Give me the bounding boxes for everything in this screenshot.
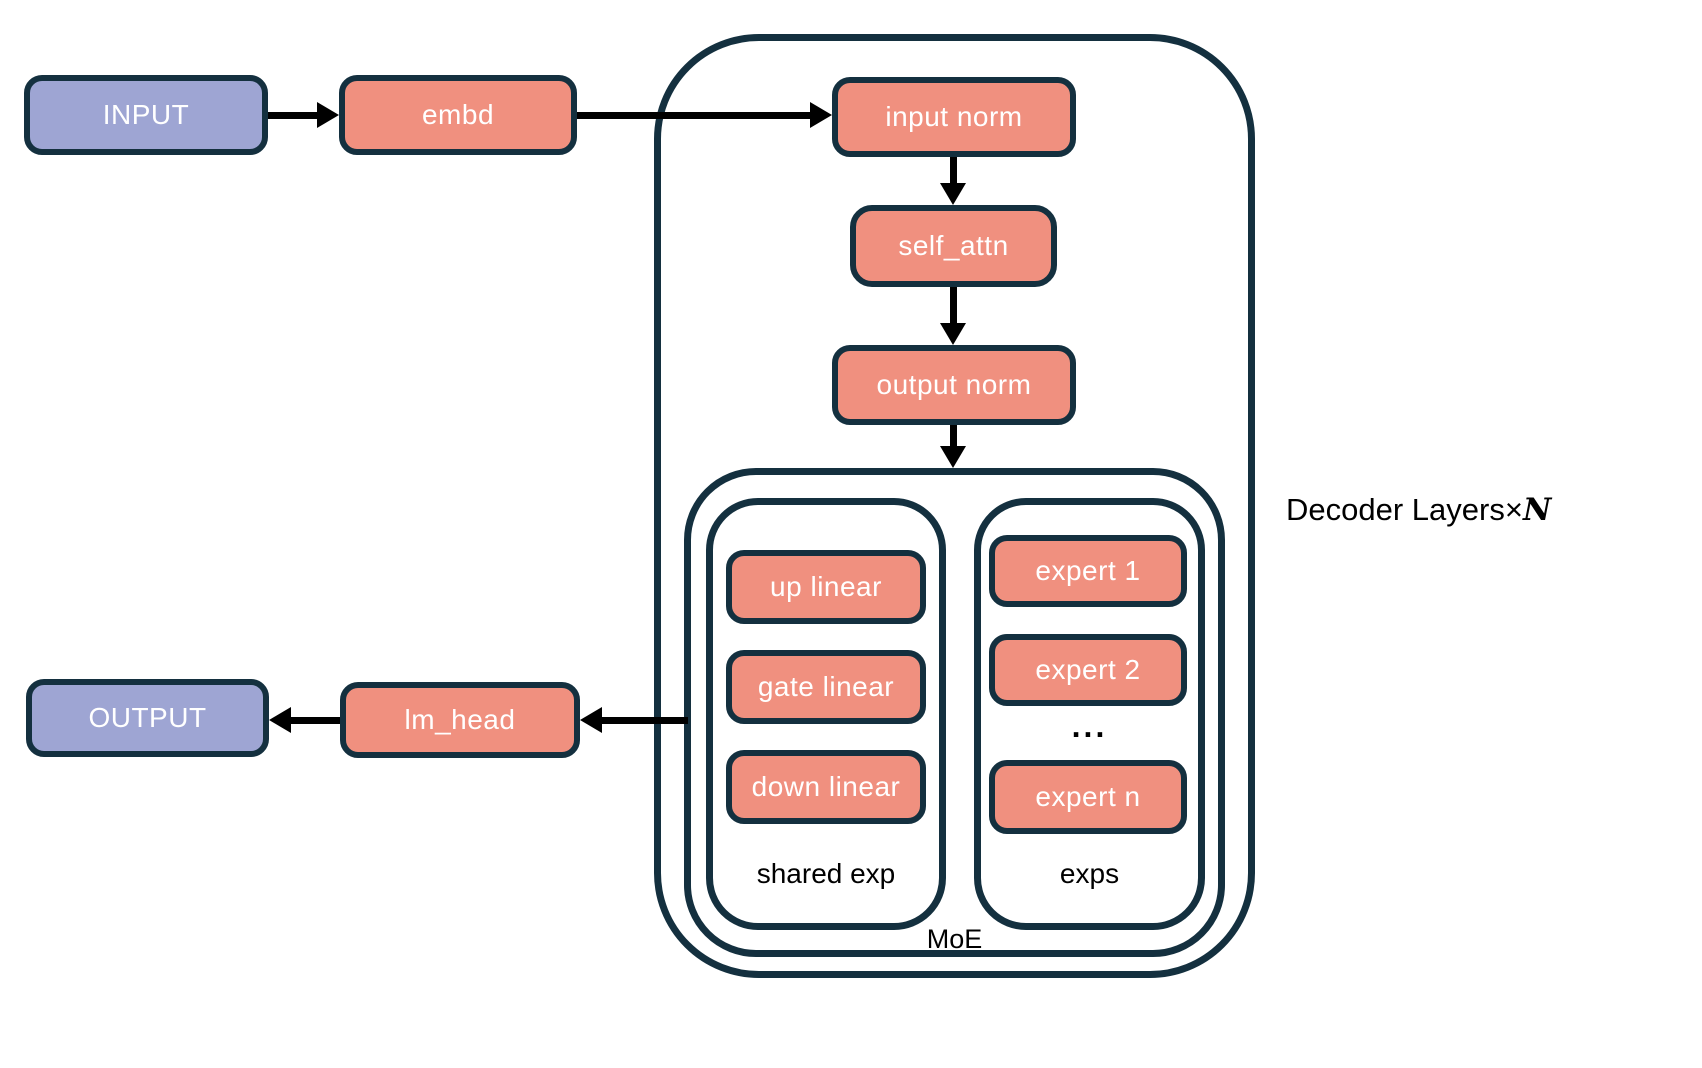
arrow-embd-to-inputnorm-line: [577, 112, 812, 119]
node-down-linear: down linear: [726, 750, 926, 824]
node-output-norm: output norm: [832, 345, 1076, 425]
node-expert-1: expert 1: [989, 535, 1187, 607]
decoder-layers-n: N: [1522, 492, 1552, 528]
moe-label: MoE: [926, 924, 983, 954]
arrow-lmhead-to-output-head: [269, 707, 291, 733]
exps-container: [974, 498, 1205, 930]
shared-exp-container: [706, 498, 946, 930]
node-input-norm: input norm: [832, 77, 1076, 157]
arrow-inputnorm-to-selfattn-head: [940, 183, 966, 205]
shared-exp-label: shared exp: [756, 858, 896, 889]
node-expert-2: expert 2: [989, 634, 1187, 706]
moe-container: [684, 468, 1225, 957]
decoder-layers-container: [654, 34, 1255, 978]
node-lm-head: lm_head: [340, 682, 580, 758]
arrow-input-to-embd-head: [317, 102, 339, 128]
arrow-input-to-embd-line: [268, 112, 320, 119]
arrow-moe-to-lmhead-line: [600, 717, 688, 724]
node-input: INPUT: [24, 75, 268, 155]
decoder-layers-label: Decoder Layers×N: [1286, 492, 1686, 528]
node-gate-linear: gate linear: [726, 650, 926, 724]
node-output: OUTPUT: [26, 679, 269, 757]
arrow-outputnorm-to-moe-head: [940, 446, 966, 468]
node-expert-n: expert n: [989, 760, 1187, 834]
node-self-attn: self_attn: [850, 205, 1057, 287]
arrow-embd-to-inputnorm-head: [810, 102, 832, 128]
arrow-inputnorm-to-selfattn-line: [950, 157, 957, 185]
arrow-selfattn-to-outputnorm-line: [950, 287, 957, 325]
arrow-selfattn-to-outputnorm-head: [940, 323, 966, 345]
decoder-layers-label-text: Decoder Layers×: [1286, 492, 1523, 527]
experts-ellipsis: ...: [1071, 708, 1108, 744]
arrow-moe-to-lmhead-head: [580, 707, 602, 733]
exps-label: exps: [1059, 858, 1120, 889]
node-embd: embd: [339, 75, 577, 155]
node-up-linear: up linear: [726, 550, 926, 624]
arrow-lmhead-to-output-line: [289, 717, 340, 724]
arrow-outputnorm-to-moe-line: [950, 425, 957, 448]
